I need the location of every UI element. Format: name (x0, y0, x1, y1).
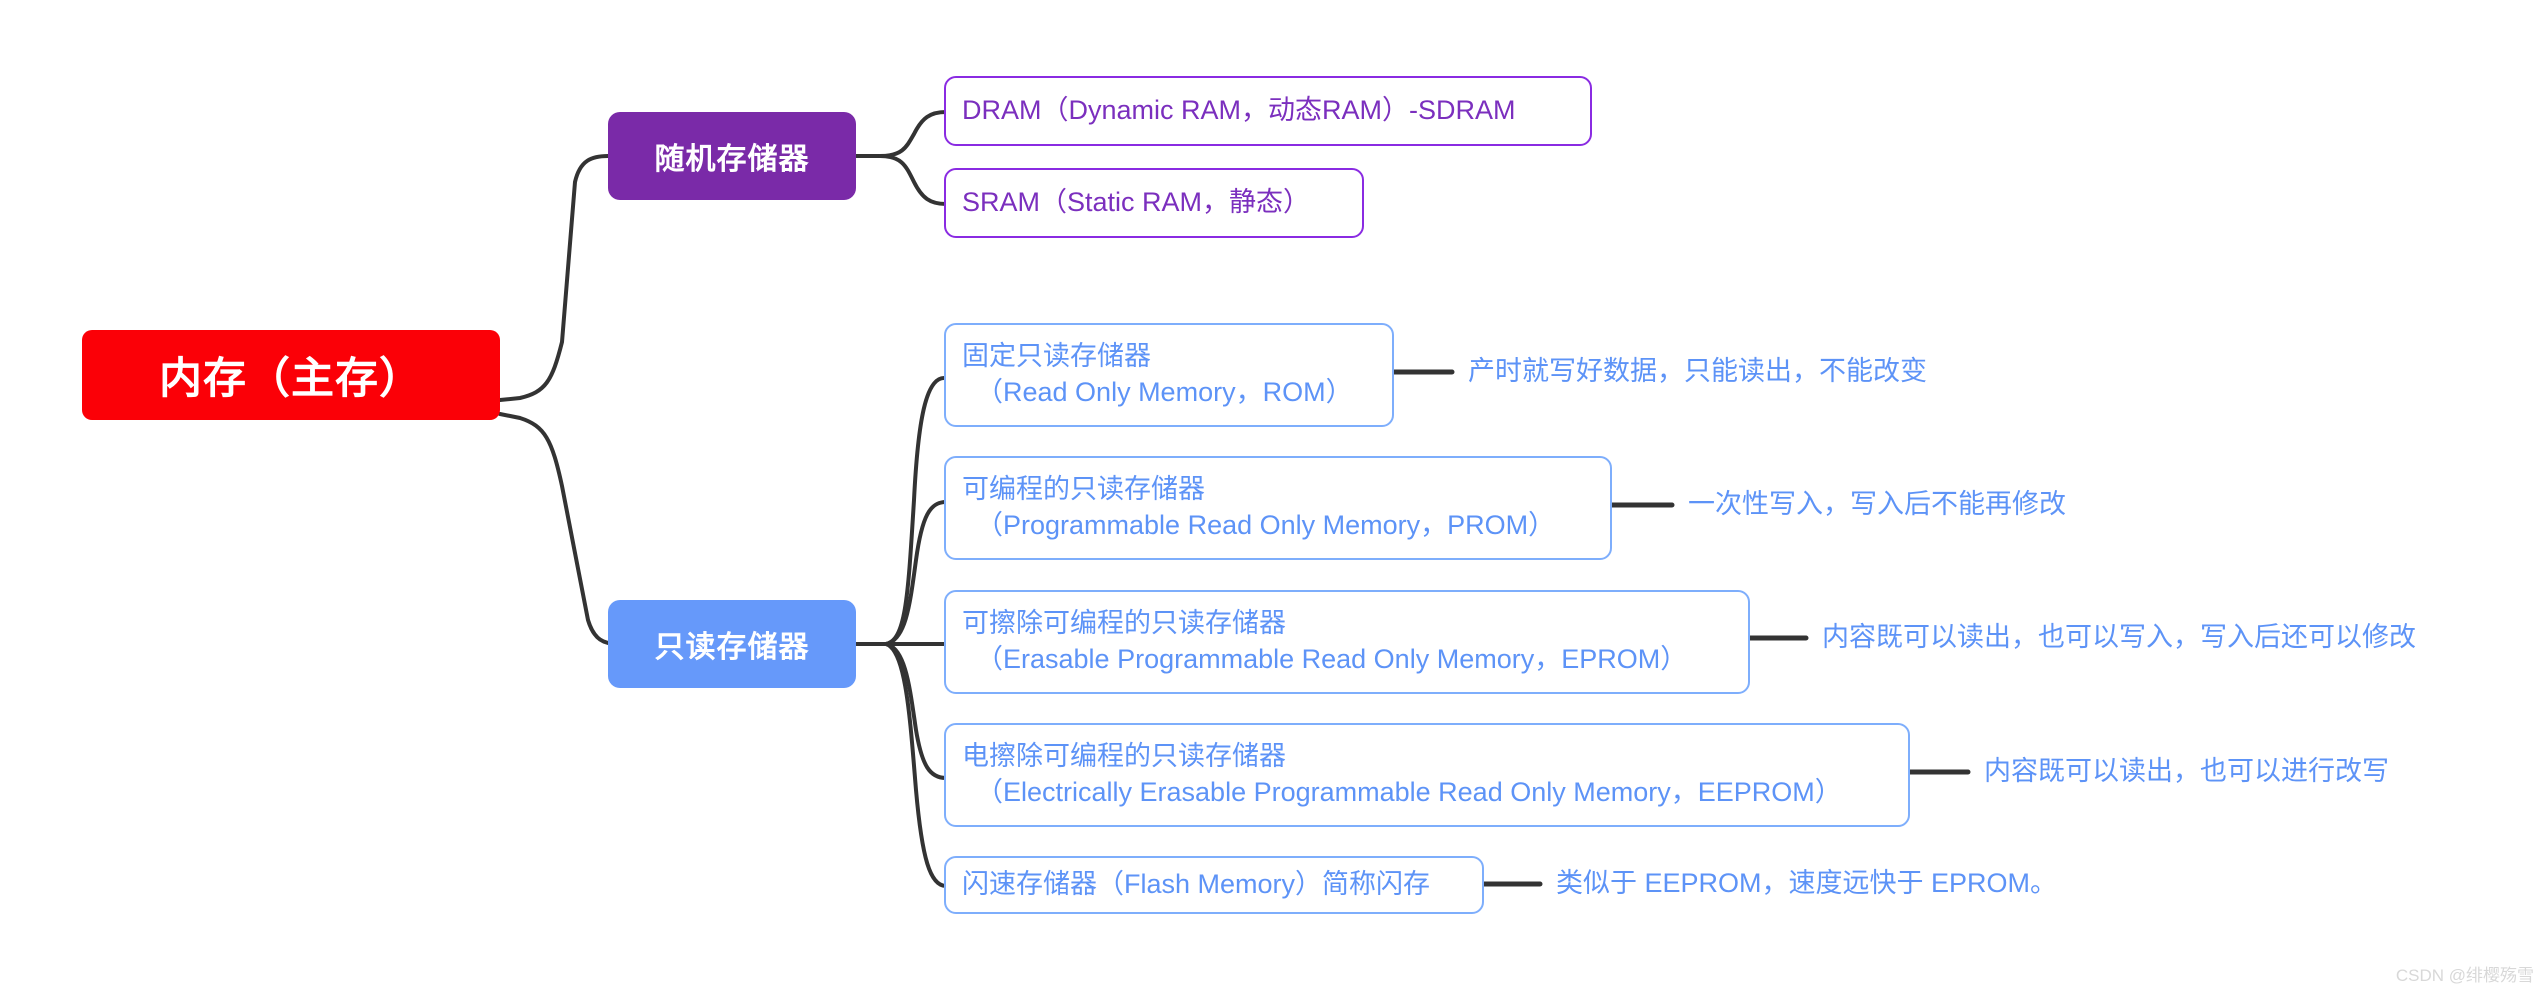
leaf-rom-line1: 固定只读存储器 (962, 341, 1151, 372)
branch-node-rom[interactable]: 只读存储器 (608, 600, 856, 688)
leaf-prom-line1: 可编程的只读存储器 (962, 474, 1205, 505)
leaf-eeprom[interactable]: 电擦除可编程的只读存储器 （Electrically Erasable Prog… (944, 723, 1910, 827)
note-rom: 产时就写好数据，只能读出，不能改变 (1468, 356, 1927, 386)
leaf-dram-line1: DRAM（Dynamic RAM，动态RAM）-SDRAM (962, 95, 1516, 126)
leaf-eprom-line1: 可擦除可编程的只读存储器 (962, 608, 1286, 639)
branch-node-ram-label: 随机存储器 (654, 143, 810, 176)
leaf-prom[interactable]: 可编程的只读存储器 （Programmable Read Only Memory… (944, 456, 1612, 560)
leaf-flash[interactable]: 闪速存储器（Flash Memory）简称闪存 (944, 856, 1484, 914)
leaf-eprom[interactable]: 可擦除可编程的只读存储器 （Erasable Programmable Read… (944, 590, 1750, 694)
note-eprom: 内容既可以读出，也可以写入，写入后还可以修改 (1822, 622, 2416, 652)
leaf-rom[interactable]: 固定只读存储器 （Read Only Memory，ROM） (944, 323, 1394, 427)
leaf-flash-line1: 闪速存储器（Flash Memory）简称闪存 (962, 869, 1431, 900)
note-flash: 类似于 EEPROM，速度远快于 EPROM。 (1556, 868, 2058, 898)
branch-node-rom-label: 只读存储器 (654, 631, 810, 664)
leaf-eeprom-line1: 电擦除可编程的只读存储器 (962, 741, 1286, 772)
leaf-sram-line1: SRAM（Static RAM，静态） (962, 187, 1311, 218)
leaf-rom-line2: （Read Only Memory，ROM） (976, 377, 1353, 407)
root-node[interactable]: 内存（主存） (82, 330, 500, 420)
note-prom: 一次性写入，写入后不能再修改 (1688, 489, 2066, 519)
leaf-eeprom-line2: （Electrically Erasable Programmable Read… (976, 777, 1842, 807)
leaf-dram[interactable]: DRAM（Dynamic RAM，动态RAM）-SDRAM (944, 76, 1592, 146)
leaf-prom-line2: （Programmable Read Only Memory，PROM） (976, 510, 1556, 540)
watermark: CSDN @绯樱殇雪 (2395, 966, 2534, 985)
root-node-label: 内存（主存） (159, 355, 423, 403)
leaf-eprom-line2: （Erasable Programmable Read Only Memory，… (976, 644, 1688, 674)
note-eeprom: 内容既可以读出，也可以进行改写 (1984, 756, 2389, 786)
leaf-sram[interactable]: SRAM（Static RAM，静态） (944, 168, 1364, 238)
branch-node-ram[interactable]: 随机存储器 (608, 112, 856, 200)
